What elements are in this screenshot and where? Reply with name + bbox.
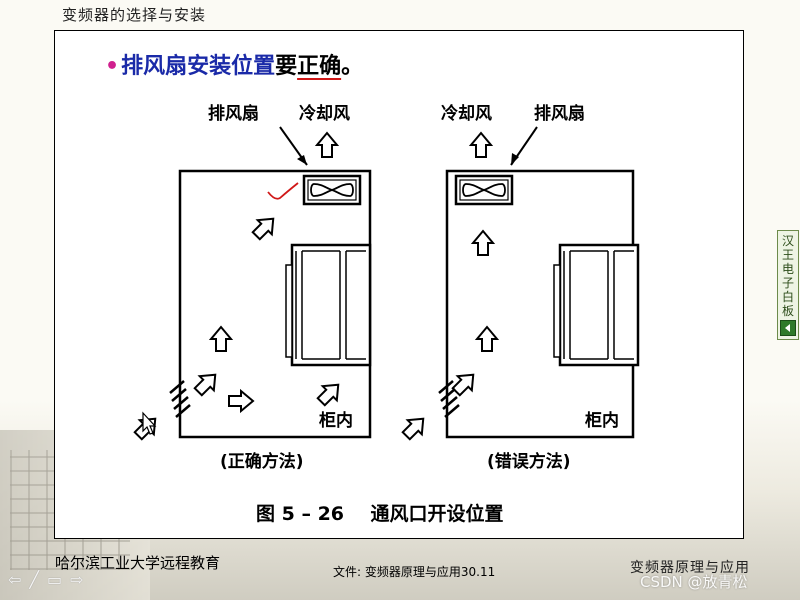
left-cabinet-label: 柜内 — [319, 410, 353, 431]
back-arrow-icon[interactable]: ⇦ — [8, 570, 21, 589]
right-equipment-icon — [554, 245, 638, 365]
whiteboard-side-panel[interactable]: 汉王电子白板 — [777, 230, 799, 340]
slide-nav: ⇦ ╱ ▭ ⇨ — [8, 570, 84, 589]
side-panel-label: 汉王电子白板 — [781, 234, 795, 318]
left-air-arrow — [317, 133, 337, 157]
right-air-arrow — [471, 133, 491, 157]
pen-icon[interactable]: ╱ — [29, 570, 39, 589]
forward-arrow-icon[interactable]: ⇨ — [70, 570, 83, 589]
left-caption: (正确方法) — [220, 451, 304, 472]
correct-method-diagram: 排风扇 冷却风 柜内 (正确方法) — [131, 103, 370, 472]
left-equipment-icon — [286, 245, 370, 365]
right-caption: (错误方法) — [487, 451, 571, 472]
right-cabinet-label: 柜内 — [585, 410, 619, 431]
ventilation-figure: 排风扇 冷却风 柜内 (正确方法) 冷却风 排风扇 — [55, 31, 745, 540]
collapse-arrow-icon[interactable] — [780, 320, 796, 336]
left-fan-label: 排风扇 — [208, 103, 259, 124]
figure-title: 图 5 – 26 通风口开设位置 — [256, 502, 503, 525]
left-air-label: 冷却风 — [299, 103, 350, 124]
footer-file: 文件: 变频器原理与应用30.11 — [333, 563, 495, 580]
screen-icon[interactable]: ▭ — [47, 570, 62, 589]
page-title: 变频器的选择与安装 — [62, 4, 206, 25]
right-intake-arrow — [399, 412, 430, 443]
slide-content: •排风扇安装位置要正确。 — [54, 30, 744, 539]
wrong-method-diagram: 冷却风 排风扇 柜内 (错误方法) — [399, 103, 638, 472]
watermark: CSDN @放青松 — [640, 571, 748, 592]
right-fan-icon — [456, 176, 512, 204]
right-air-label: 冷却风 — [441, 103, 492, 124]
right-fan-label: 排风扇 — [534, 103, 585, 124]
left-fan-icon — [304, 176, 360, 204]
